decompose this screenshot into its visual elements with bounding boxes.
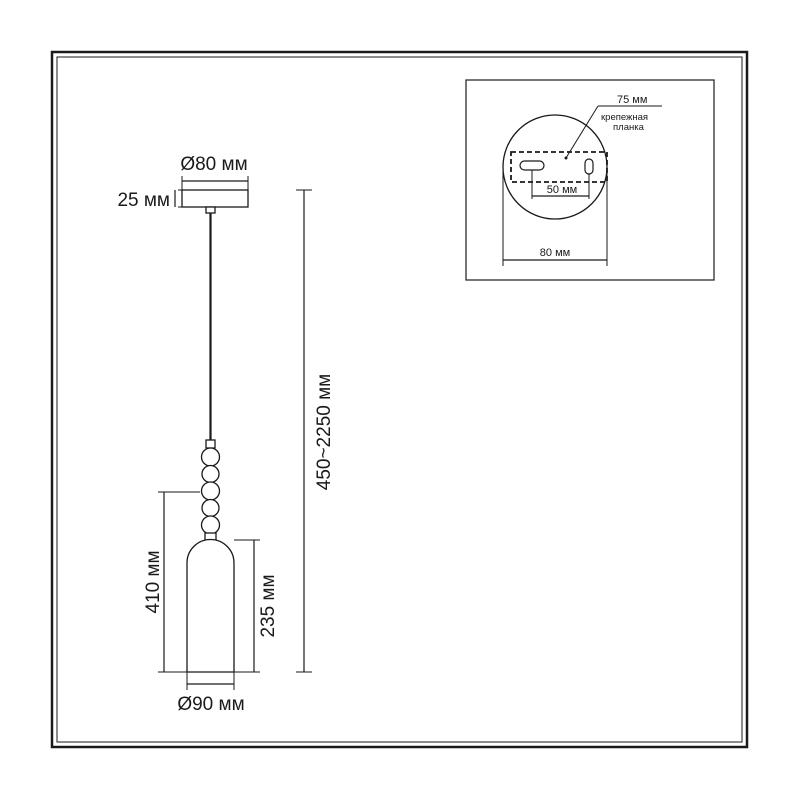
shade-beads-height-label: 410 мм: [143, 550, 164, 613]
bead: [200, 515, 221, 535]
shade-beads-height-dimension: 410 мм: [143, 491, 200, 673]
slot-size-label: 75 мм: [617, 94, 647, 106]
bracket-label-line1: крепежная: [601, 112, 648, 123]
cord-holder: [205, 439, 216, 449]
bead-stack: [200, 447, 221, 535]
inner-frame: [56, 56, 743, 743]
bead: [200, 447, 221, 467]
bead: [201, 498, 220, 518]
inset-frame: [465, 79, 715, 281]
base-plate: [502, 114, 608, 220]
canopy-screw: [205, 206, 216, 214]
glass-shade: [186, 538, 235, 673]
shade-height-label: 235 мм: [258, 574, 279, 637]
shade-height-dimension: 235 мм: [234, 539, 279, 673]
mounting-bracket: [510, 151, 608, 183]
bead: [201, 464, 220, 484]
canopy-diameter-label: Ø80 мм: [180, 154, 247, 175]
total-height-dimension: 450~2250 мм: [296, 189, 335, 673]
mounting-detail-inset: 75 мм крепежная планка 50 мм 80 мм: [465, 79, 715, 281]
bead: [200, 481, 221, 501]
total-height-label: 450~2250 мм: [314, 374, 335, 490]
bracket-label-line2: планка: [613, 122, 645, 133]
canopy-diameter-dimension: Ø80 мм: [180, 154, 249, 190]
pendant-lamp: [181, 189, 249, 673]
hole-spacing-label: 50 мм: [547, 184, 577, 196]
outer-frame: [50, 50, 749, 749]
shade-diameter-label: Ø90 мм: [177, 694, 244, 715]
shade-diameter-dimension: Ø90 мм: [177, 672, 245, 715]
canopy-height-dimension: 25 мм: [117, 189, 182, 211]
base-diameter-label: 80 мм: [540, 247, 570, 259]
ceiling-canopy: [181, 189, 249, 208]
canopy-height-label: 25 мм: [117, 190, 170, 211]
